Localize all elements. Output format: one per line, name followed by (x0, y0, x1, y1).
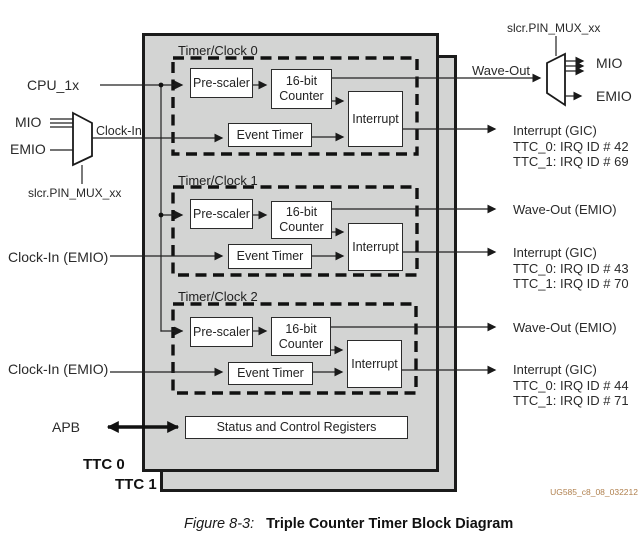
figure-number: Figure 8-3: (184, 516, 255, 532)
clock-in-mux-shape (72, 111, 93, 167)
timer1-interrupt-annotation: Interrupt (GIC) TTC_0: IRQ ID # 43 TTC_1… (513, 245, 629, 292)
timer0-title: Timer/Clock 0 (178, 43, 258, 58)
irq-id-ttc1: TTC_1: IRQ ID # 70 (513, 276, 629, 291)
timer1-wave-out-annotation: Wave-Out (EMIO) (513, 202, 617, 217)
timer2-interrupt-annotation: Interrupt (GIC) TTC_0: IRQ ID # 44 TTC_1… (513, 362, 629, 409)
timer1-counter-box: 16-bit Counter (271, 201, 332, 239)
timer2-interrupt-box: Interrupt (347, 340, 402, 388)
figure-title: Triple Counter Timer Block Diagram (266, 516, 514, 532)
irq-id-ttc0: TTC_0: IRQ ID # 42 (513, 138, 629, 154)
timer0-interrupt-annotation: Interrupt (GIC) TTC_0: IRQ ID # 42 TTC_1… (513, 123, 629, 170)
clock-in-emio2-label: Clock-In (EMIO) (8, 361, 109, 377)
mio-output-label: MIO (596, 55, 623, 71)
timer0-counter-box: 16-bit Counter (271, 69, 332, 109)
timer0-interrupt-box: Interrupt (348, 91, 403, 147)
timer1-title: Timer/Clock 1 (178, 173, 258, 188)
pin-mux-left-label: slcr.PIN_MUX_xx (28, 186, 122, 200)
clock-in-emio1-label: Clock-In (EMIO) (8, 249, 109, 265)
cpu-clock-label: CPU_1x (27, 77, 80, 93)
wave-out-pin-mux (546, 36, 585, 107)
timer1-interrupt-box: Interrupt (348, 223, 403, 271)
figure-caption: Figure 8-3: Triple Counter Timer Block D… (184, 516, 513, 532)
pin-mux-right-label: slcr.PIN_MUX_xx (507, 21, 601, 35)
wave-out-label: Wave-Out (472, 63, 531, 78)
doc-reference-tag: UG585_c8_08_032212 (550, 487, 638, 497)
timer1-event-timer-box: Event Timer (228, 244, 312, 269)
timer2-wave-out-annotation: Wave-Out (EMIO) (513, 320, 617, 335)
timer2-counter-box: 16-bit Counter (271, 317, 331, 356)
emio-input-label: EMIO (10, 141, 46, 157)
irq-id-ttc1: TTC_1: IRQ ID # 69 (513, 154, 629, 169)
timer0-prescaler-box: Pre-scaler (190, 68, 253, 98)
interrupt-gic-label: Interrupt (GIC) (513, 123, 597, 138)
wave-out-mux-shape (546, 52, 566, 107)
timer2-prescaler-box: Pre-scaler (190, 317, 253, 347)
mio-input-label: MIO (15, 114, 42, 130)
timer1-prescaler-box: Pre-scaler (190, 199, 253, 229)
ttc1-label: TTC 1 (115, 476, 157, 493)
emio-output-label: EMIO (596, 88, 632, 104)
clock-in-label: Clock-In (96, 124, 142, 138)
irq-id-ttc1: TTC_1: IRQ ID # 71 (513, 393, 629, 408)
timer0-event-timer-box: Event Timer (228, 123, 312, 147)
timer2-event-timer-box: Event Timer (228, 362, 313, 385)
status-control-registers-box: Status and Control Registers (185, 416, 408, 439)
timer2-title: Timer/Clock 2 (178, 289, 258, 304)
ttc0-label: TTC 0 (83, 456, 125, 473)
irq-id-ttc0: TTC_0: IRQ ID # 43 (513, 260, 629, 276)
apb-label: APB (52, 419, 81, 435)
interrupt-gic-label: Interrupt (GIC) (513, 245, 597, 260)
interrupt-gic-label: Interrupt (GIC) (513, 362, 597, 377)
irq-id-ttc0: TTC_0: IRQ ID # 44 (513, 377, 629, 393)
